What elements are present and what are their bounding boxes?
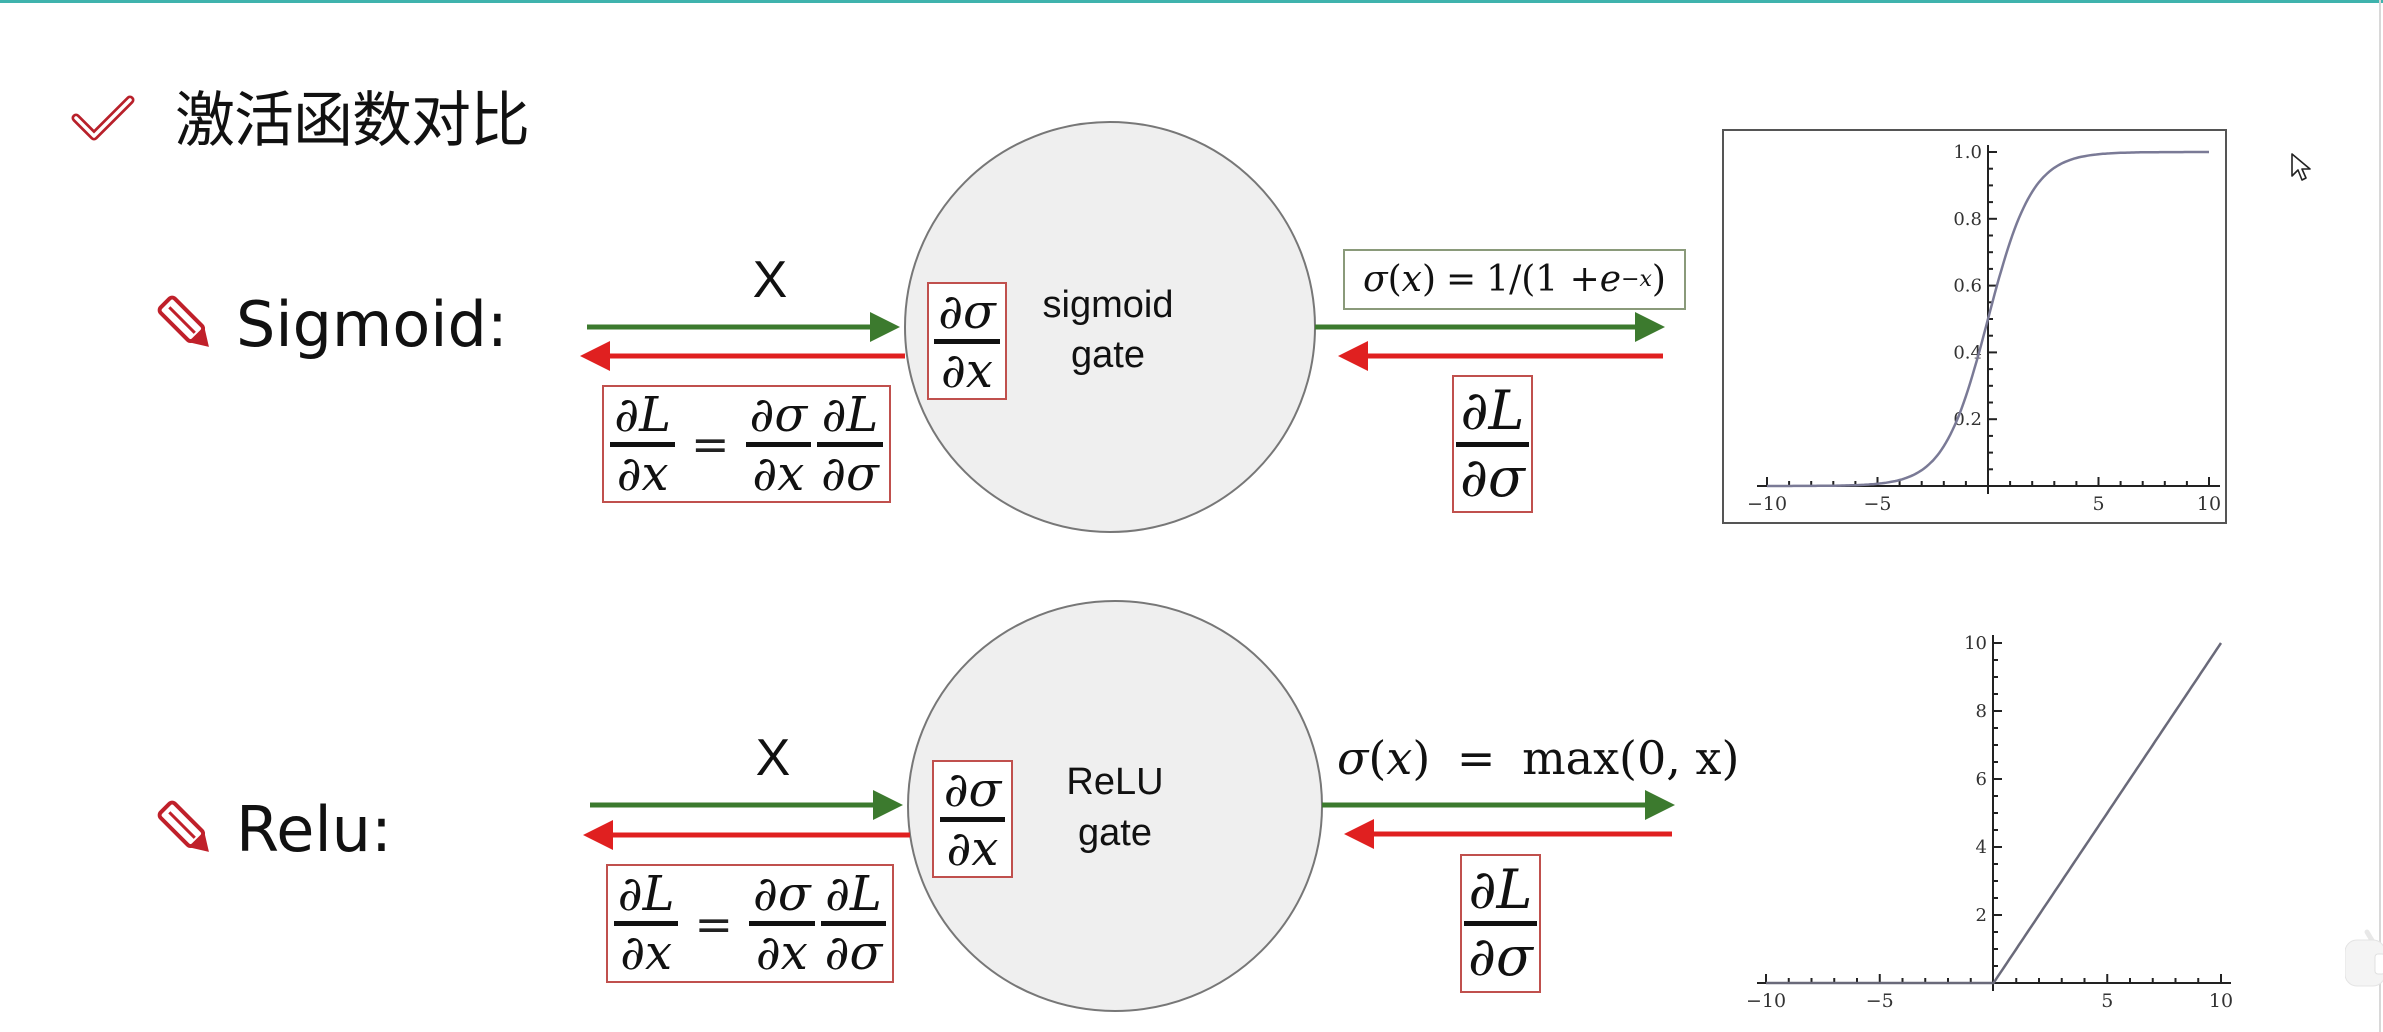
sigmoid-formula-box: σ(x) = 1/(1 + e−x ) <box>1343 249 1686 310</box>
y-tick-label: 6 <box>1976 769 1987 790</box>
x-tick-label: 5 <box>2101 990 2113 1012</box>
y-tick-label: 0.6 <box>1953 276 1982 297</box>
input-x-label: X <box>755 729 791 787</box>
local-grad-den: ∂x <box>946 820 999 877</box>
formula-lhs: σ(x) <box>1363 259 1436 300</box>
formula-rhs: max(0, x) <box>1522 731 1740 785</box>
y-tick-label: 2 <box>1976 905 1987 926</box>
y-tick-label: 0.8 <box>1953 209 1982 230</box>
local-grad-num: ∂σ <box>938 283 996 340</box>
chain-rule-box: ∂L ∂x = ∂σ ∂x ∂L ∂σ <box>602 385 891 503</box>
pencil-icon <box>157 295 209 347</box>
formula-rhs-suffix: ) <box>1651 259 1666 300</box>
gate-word: gate <box>1071 334 1145 376</box>
x-tick-label: −5 <box>1866 990 1894 1012</box>
y-tick-label: 4 <box>1976 837 1987 858</box>
formula-exp: −x <box>1621 267 1652 292</box>
chain-rhs1-den: ∂x <box>752 445 805 502</box>
upstream-gradient-box: ∂L ∂σ <box>1460 854 1541 993</box>
chain-rhs1-num: ∂σ <box>753 866 811 922</box>
relu-curve <box>1766 642 2223 985</box>
formula-lhs: σ(x) <box>1337 731 1431 785</box>
upstream-grad-num: ∂L <box>1468 858 1533 921</box>
local-gradient-box: ∂σ ∂x <box>927 282 1007 400</box>
input-x-label: X <box>752 251 788 309</box>
row-label-sigmoid: Sigmoid: <box>236 288 508 361</box>
chain-lhs-den: ∂x <box>620 925 673 981</box>
gate-name: sigmoid <box>1042 284 1174 326</box>
chain-rhs2-num: ∂L <box>825 866 882 922</box>
upstream-grad-den: ∂σ <box>1460 445 1525 509</box>
chain-rhs1-den: ∂x <box>755 925 808 981</box>
gate-word: gate <box>1078 812 1152 854</box>
slide-title: 激活函数对比 <box>175 86 530 156</box>
right-edge-line <box>2379 0 2381 1032</box>
chain-rule-box: ∂L ∂x = ∂σ ∂x ∂L ∂σ <box>606 864 894 983</box>
x-tick-label: −10 <box>1747 493 1787 515</box>
chain-lhs-den: ∂x <box>616 445 669 502</box>
mouse-pointer-icon <box>2291 153 2311 181</box>
formula-e: e <box>1599 259 1622 300</box>
x-tick-label: 10 <box>2209 990 2233 1012</box>
chart-frame <box>1722 129 2227 524</box>
formula-eq: = <box>1446 259 1477 300</box>
y-tick-label: 0.4 <box>1953 342 1982 363</box>
top-accent-line <box>0 0 2383 3</box>
relu-formula: σ(x) = max(0, x) <box>1337 730 1739 786</box>
y-tick-label: 1.0 <box>1953 142 1982 163</box>
local-grad-den: ∂x <box>941 342 993 399</box>
x-tick-label: 10 <box>2197 493 2221 515</box>
y-tick-label: 10 <box>1964 633 1987 654</box>
chain-equals: = <box>694 896 734 951</box>
y-tick-label: 8 <box>1976 701 1987 722</box>
x-tick-label: −5 <box>1863 493 1891 515</box>
upstream-grad-num: ∂L <box>1460 378 1525 442</box>
pencil-icon <box>157 800 209 852</box>
upstream-grad-den: ∂σ <box>1468 925 1533 988</box>
x-tick-label: 5 <box>2092 493 2104 515</box>
check-icon <box>71 95 135 141</box>
local-gradient-box: ∂σ ∂x <box>932 760 1013 878</box>
chain-rhs2-den: ∂σ <box>821 445 879 502</box>
chain-equals: = <box>690 417 730 471</box>
sigmoid-curve <box>1767 150 2209 488</box>
chain-rhs1-num: ∂σ <box>749 386 808 443</box>
x-tick-label: −10 <box>1746 990 1786 1012</box>
formula-eq: = <box>1456 731 1496 785</box>
chain-lhs-num: ∂L <box>614 386 671 443</box>
chain-rhs2-den: ∂σ <box>824 925 883 981</box>
formula-rhs-prefix: 1/(1 + <box>1486 259 1600 300</box>
upstream-gradient-box: ∂L ∂σ <box>1452 375 1533 513</box>
row-label-relu: Relu: <box>236 793 392 866</box>
tv-icon[interactable] <box>2345 920 2383 990</box>
chain-lhs-num: ∂L <box>617 866 675 922</box>
chain-rhs2-num: ∂L <box>821 386 879 443</box>
local-grad-num: ∂σ <box>943 761 1002 818</box>
gate-name: ReLU <box>1066 761 1164 803</box>
